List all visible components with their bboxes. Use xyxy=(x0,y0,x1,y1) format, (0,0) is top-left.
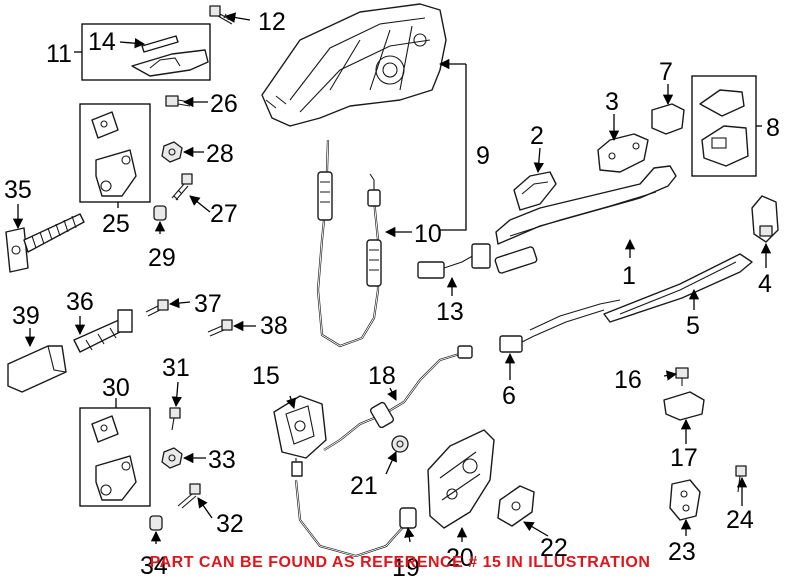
bracket-9 xyxy=(438,58,467,231)
callout-6: 6 xyxy=(502,382,516,410)
gasket-3-part xyxy=(597,133,649,173)
cap-set-8-part xyxy=(699,89,749,167)
callout-9: 9 xyxy=(476,142,490,170)
callout-30: 30 xyxy=(102,374,130,402)
callout-13: 13 xyxy=(436,298,464,326)
bolt-12-part xyxy=(209,5,235,25)
group-box-11 xyxy=(74,23,211,81)
footer-note: PART CAN BE FOUND AS REFERENCE # 15 IN I… xyxy=(149,554,651,571)
actuator-22-part xyxy=(497,485,535,527)
callout-3: 3 xyxy=(605,88,619,116)
sensor-7-part xyxy=(651,103,685,135)
nut-28-part xyxy=(161,141,183,163)
group-box-30 xyxy=(79,407,151,507)
callout-27: 27 xyxy=(210,200,238,228)
callout-32: 32 xyxy=(216,510,244,538)
bolt-38-part xyxy=(207,319,233,337)
striker-23-part xyxy=(669,479,701,521)
callout-17: 17 xyxy=(670,444,698,472)
callout-28: 28 xyxy=(206,140,234,168)
hinge-lower-part xyxy=(91,415,137,501)
callout-25: 25 xyxy=(102,210,130,238)
callout-19: 19 xyxy=(392,554,420,582)
callout-34: 34 xyxy=(140,552,168,580)
group-box-25 xyxy=(79,103,151,203)
seal-strip-part xyxy=(529,253,753,337)
bolt-16-part xyxy=(675,367,689,386)
bolt-37-part xyxy=(145,299,169,317)
grommet-21-part xyxy=(391,435,409,453)
lock-cable-part xyxy=(316,139,382,348)
exterior-handle-part xyxy=(494,165,677,274)
bolt-31-part xyxy=(169,407,181,431)
callout-31: 31 xyxy=(162,354,190,382)
lock-plate-part xyxy=(427,429,495,529)
bolt-32-part xyxy=(177,483,201,509)
callout-20: 20 xyxy=(446,544,474,572)
connector-6-part xyxy=(499,335,535,353)
callout-4: 4 xyxy=(758,270,772,298)
callout-2: 2 xyxy=(530,122,544,150)
callout-23: 23 xyxy=(668,538,696,566)
release-cable-part xyxy=(323,345,473,451)
callout-36: 36 xyxy=(66,288,94,316)
bolt-27-part xyxy=(171,173,193,201)
leader-lines xyxy=(12,12,772,544)
hinge-upper-part xyxy=(91,111,137,197)
callout-38: 38 xyxy=(260,312,288,340)
check-strap-part xyxy=(5,213,85,273)
handle-cap-part xyxy=(513,171,557,211)
callout-12: 12 xyxy=(258,8,286,36)
callout-35: 35 xyxy=(4,176,32,204)
callout-10: 10 xyxy=(414,220,442,248)
callout-14: 14 xyxy=(88,28,116,56)
callout-1: 1 xyxy=(622,262,636,290)
cap-4-part xyxy=(751,195,779,243)
callout-33: 33 xyxy=(208,446,236,474)
callout-24: 24 xyxy=(726,506,754,534)
callout-15: 15 xyxy=(252,362,280,390)
inside-handle-part xyxy=(131,35,209,77)
nut-33-part xyxy=(161,447,183,469)
cover-39-part xyxy=(7,345,67,393)
door-latch-part xyxy=(273,395,327,477)
callout-5: 5 xyxy=(686,312,700,340)
group-box-8 xyxy=(691,75,762,177)
callout-16: 16 xyxy=(614,366,642,394)
bracket-17-part xyxy=(663,391,705,421)
callout-22: 22 xyxy=(540,534,568,562)
callout-37: 37 xyxy=(194,290,222,318)
callout-numbers: 1 2 3 4 5 6 7 8 9 10 11 12 13 14 15 16 1… xyxy=(4,8,780,582)
callout-7: 7 xyxy=(659,58,673,86)
callout-26: 26 xyxy=(210,90,238,118)
callout-8: 8 xyxy=(766,114,780,142)
sleeve-29-part xyxy=(153,205,167,221)
handle-carrier-part xyxy=(261,3,447,127)
bolt-26-part xyxy=(165,95,191,107)
callout-29: 29 xyxy=(148,244,176,272)
sleeve-34-part xyxy=(149,515,163,531)
bolt-24-part xyxy=(735,465,747,493)
bracket-36-part xyxy=(73,309,133,353)
callout-11: 11 xyxy=(46,40,72,68)
callout-39: 39 xyxy=(12,302,40,330)
callout-21: 21 xyxy=(350,472,378,500)
handle-switch-part xyxy=(417,243,491,279)
callout-18: 18 xyxy=(368,362,396,390)
